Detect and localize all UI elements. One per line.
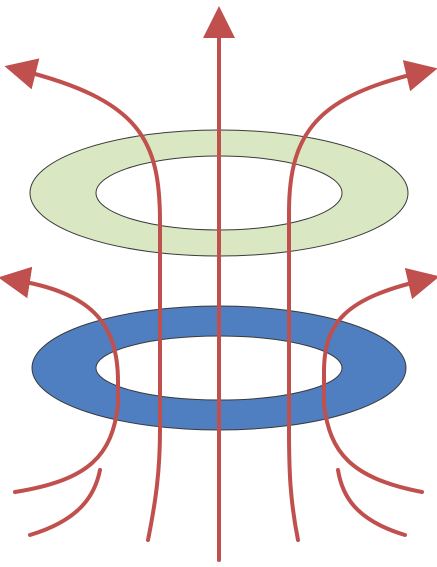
field-line-bottom-right-extra bbox=[338, 470, 405, 535]
field-lines bbox=[14, 22, 424, 560]
